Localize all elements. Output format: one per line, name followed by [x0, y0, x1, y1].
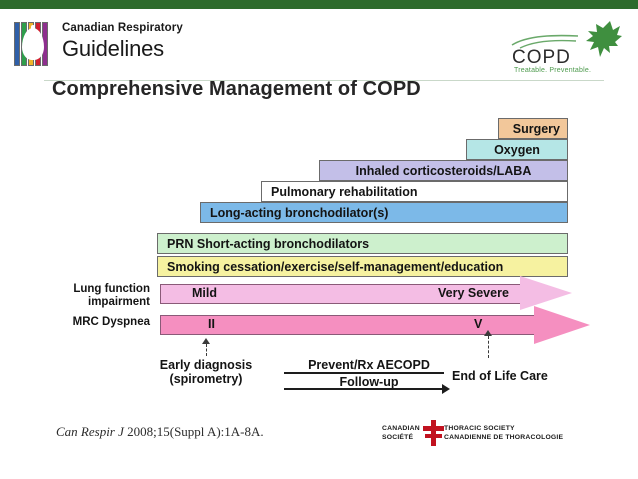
annotation-follow-up: Follow-up: [284, 375, 454, 389]
dashed-pointer-line-icon: [206, 344, 207, 356]
arrow-head-icon: [520, 276, 572, 310]
step-label: Pulmonary rehabilitation: [271, 184, 418, 199]
crg-lungs-logo-icon: [14, 22, 52, 66]
dashed-pointer-cap-icon: [484, 330, 492, 336]
step-bar-inhaled-corticosteroids: Inhaled corticosteroids/LABA: [319, 160, 568, 181]
scale-label-line2: impairment: [88, 296, 150, 308]
page-title: Comprehensive Management of COPD: [52, 78, 421, 100]
cts-right-line1: THORACIC SOCIETY: [444, 425, 515, 432]
arrow-head-icon: [534, 306, 590, 344]
copd-wordmark: COPD: [512, 47, 571, 68]
annotation-line1: Prevent/Rx AECOPD: [308, 358, 430, 372]
step-label: Oxygen: [494, 142, 540, 157]
cts-left-line2: SOCIÉTÉ: [382, 434, 414, 441]
annotation-line1: Early diagnosis: [159, 358, 253, 372]
annotation-line2: Follow-up: [339, 375, 399, 389]
prevent-underline: [284, 372, 444, 374]
annotation-end-of-life-care: End of Life Care: [452, 369, 548, 383]
step-label: Inhaled corticosteroids/LABA: [355, 163, 532, 178]
top-green-band: [0, 0, 638, 9]
citation-rest: 2008;15(Suppl A):1A-8A.: [123, 424, 264, 439]
annotation-prevent-aecopd: Prevent/Rx AECOPD: [284, 358, 454, 372]
cts-left-text: CANADIAN SOCIÉTÉ: [382, 424, 420, 442]
brand-wordmark: Canadian Respiratory Guidelines: [62, 22, 183, 61]
canadian-thoracic-society-logo: CANADIAN SOCIÉTÉ THORACIC SOCIETY CANADI…: [382, 420, 592, 446]
cts-left-line1: CANADIAN: [382, 425, 420, 432]
annotation-line1: End of Life Care: [452, 369, 548, 383]
maple-leaf-icon: [586, 21, 622, 57]
cts-right-line2: CANADIENNE DE THORACOLOGIE: [444, 434, 564, 441]
copd-logo: COPD Treatable. Preventable.: [504, 21, 624, 74]
scale-end-label: Very Severe: [438, 286, 509, 300]
cross-icon-arm-top: [423, 426, 444, 431]
scale-end-label: V: [474, 317, 483, 331]
prevent-arrow-head-icon: [442, 384, 450, 394]
scale-start-label: Mild: [192, 286, 217, 300]
prevent-arrow-line: [284, 388, 442, 390]
step-bar-prn-short-acting-bronchodilators: PRN Short-acting bronchodilators: [157, 233, 568, 254]
cross-icon-arm-bottom: [425, 434, 442, 438]
step-bar-surgery: Surgery: [498, 118, 568, 139]
step-bar-pulmonary-rehabilitation: Pulmonary rehabilitation: [261, 181, 568, 202]
step-label: Smoking cessation/exercise/self-manageme…: [167, 259, 504, 274]
step-bar-oxygen: Oxygen: [466, 139, 568, 160]
citation: Can Respir J 2008;15(Suppl A):1A-8A.: [56, 424, 264, 440]
step-label: PRN Short-acting bronchodilators: [167, 236, 370, 251]
step-bar-long-acting-bronchodilator: Long-acting bronchodilator(s): [200, 202, 568, 223]
slide-header: Canadian Respiratory Guidelines COPD Tre…: [0, 9, 638, 81]
dashed-pointer-line-icon: [488, 336, 489, 358]
scale-label-lung-function: Lung function impairment: [40, 283, 150, 309]
header-divider: [44, 80, 604, 81]
swoosh-icon: [511, 34, 579, 49]
step-bar-smoking-cessation: Smoking cessation/exercise/self-manageme…: [157, 256, 568, 277]
step-label: Long-acting bronchodilator(s): [210, 205, 389, 220]
brand-line2: Guidelines: [62, 36, 164, 61]
citation-journal: Can Respir J: [56, 424, 124, 439]
scale-arrow-lung-function: Mild Very Severe: [160, 276, 580, 310]
copd-tagline: Treatable. Preventable.: [514, 67, 592, 74]
step-label: Surgery: [512, 121, 560, 136]
cts-right-text: THORACIC SOCIETY CANADIENNE DE THORACOLO…: [444, 424, 563, 442]
scale-label-line1: Lung function: [73, 283, 150, 295]
annotation-early-diagnosis: Early diagnosis (spirometry): [146, 358, 266, 386]
scale-start-label: II: [208, 317, 215, 331]
brand-line1: Canadian Respiratory: [62, 22, 183, 34]
cross-icon: [431, 420, 436, 446]
dashed-pointer-cap-icon: [202, 338, 210, 344]
scale-label-line1: MRC Dyspnea: [72, 316, 150, 328]
annotation-line2: (spirometry): [169, 372, 243, 386]
scale-label-mrc-dyspnea: MRC Dyspnea: [40, 316, 150, 329]
scale-arrow-mrc-dyspnea: II V: [160, 306, 590, 344]
